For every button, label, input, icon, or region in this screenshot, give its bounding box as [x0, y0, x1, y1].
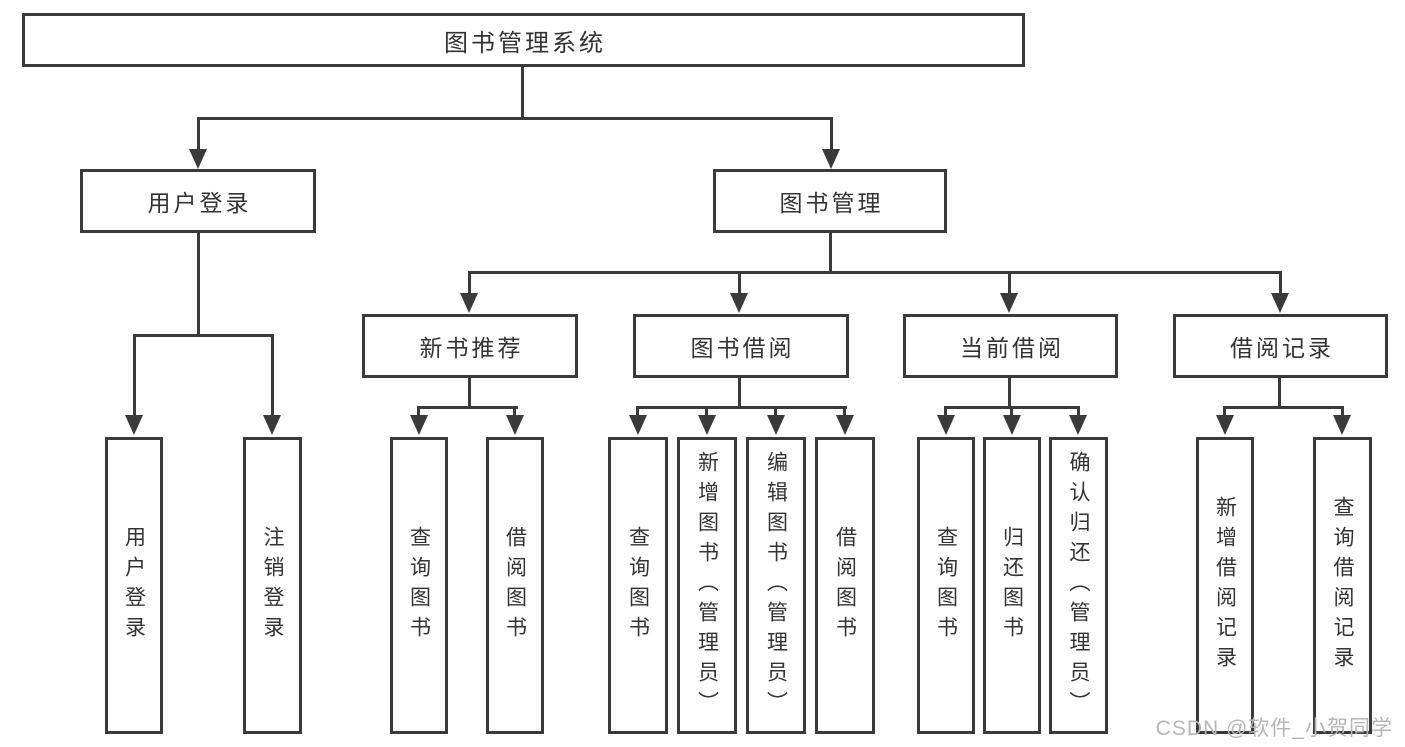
arrow-down-icon — [937, 415, 955, 435]
connector-leaf-drop — [636, 406, 639, 418]
connector-borrow-records-stem — [1278, 376, 1281, 409]
connector-new-book-stem — [468, 376, 471, 409]
connector-leaf-drop — [843, 406, 846, 418]
node-borrow-records: 借阅记录 — [1173, 314, 1388, 378]
leaf-edit-book-label: 编辑图书（管理员） — [764, 450, 788, 721]
connector-leaf-drop — [774, 406, 777, 418]
connector-leaf-drop — [1077, 406, 1080, 418]
arrow-down-icon — [629, 415, 647, 435]
connector-book-mgmt-drop — [830, 117, 833, 151]
leaf-add-book-label: 新增图书（管理员） — [695, 450, 719, 721]
arrow-down-icon — [1333, 415, 1351, 435]
leaf-return-book: 归还图书 — [983, 437, 1041, 734]
node-user-login: 用户登录 — [80, 169, 316, 233]
connector-book-borrow-stem — [738, 376, 741, 409]
connector-leaf-drop — [417, 406, 420, 418]
leaf-query-book-borrow-label: 查询图书 — [626, 525, 650, 646]
node-user-login-label: 用户登录 — [147, 190, 252, 216]
arrow-down-icon — [1271, 293, 1289, 313]
arrow-down-icon — [730, 293, 748, 313]
leaf-query-book-newbook-label: 查询图书 — [407, 525, 431, 646]
connector-new-book-drop — [468, 271, 471, 295]
leaf-user-login: 用户登录 — [105, 437, 163, 734]
leaf-edit-book: 编辑图书（管理员） — [746, 437, 806, 734]
connector-leaf-drop — [705, 406, 708, 418]
connector-user-login-stem — [197, 231, 200, 337]
arrow-down-icon — [698, 415, 716, 435]
leaf-query-borrow-record-label: 查询借阅记录 — [1331, 495, 1354, 676]
connector-book-borrow-bar — [636, 406, 847, 409]
connector-current-borrow-drop — [1008, 271, 1011, 295]
connector-login-drop — [133, 334, 136, 415]
arrow-down-icon — [125, 415, 143, 435]
node-root-label: 图书管理系统 — [444, 29, 606, 57]
connector-leaf-drop — [1010, 406, 1013, 418]
connector-current-borrow-stem — [1008, 376, 1011, 409]
leaf-borrow-book-borrow-label: 借阅图书 — [833, 525, 857, 646]
connector-user-login-drop — [197, 117, 200, 151]
leaf-return-book-label: 归还图书 — [1000, 525, 1024, 646]
leaf-logout-label: 注销登录 — [261, 525, 284, 646]
leaf-add-borrow-record: 新增借阅记录 — [1196, 437, 1254, 734]
connector-new-book-bar — [417, 406, 518, 409]
arrow-down-icon — [506, 415, 524, 435]
node-book-management-label: 图书管理 — [779, 190, 884, 216]
leaf-query-book-current-label: 查询图书 — [934, 525, 958, 646]
leaf-confirm-return-label: 确认归还（管理员） — [1067, 450, 1090, 721]
leaf-borrow-book-newbook: 借阅图书 — [486, 437, 544, 734]
connector-leaf-drop — [1223, 406, 1226, 418]
connector-book-mgmt-bar — [468, 271, 1282, 274]
leaf-query-book-newbook: 查询图书 — [390, 437, 448, 734]
leaf-query-book-current: 查询图书 — [917, 437, 975, 734]
arrow-down-icon — [410, 415, 428, 435]
node-current-borrow-label: 当前借阅 — [960, 335, 1064, 361]
leaf-borrow-book-borrow: 借阅图书 — [815, 437, 875, 734]
leaf-confirm-return: 确认归还（管理员） — [1049, 437, 1108, 734]
node-book-borrow: 图书借阅 — [633, 314, 849, 378]
connector-leaf-drop — [1341, 406, 1344, 418]
node-book-borrow-label: 图书借阅 — [690, 335, 795, 361]
arrow-down-icon — [263, 415, 281, 435]
node-book-management: 图书管理 — [713, 169, 947, 233]
leaf-add-borrow-record-label: 新增借阅记录 — [1213, 495, 1237, 676]
arrow-down-icon — [836, 415, 854, 435]
arrow-down-icon — [1003, 415, 1021, 435]
arrow-down-icon — [1216, 415, 1234, 435]
leaf-query-borrow-record: 查询借阅记录 — [1313, 437, 1372, 734]
arrow-down-icon — [460, 293, 478, 313]
connector-leaf-drop — [513, 406, 516, 418]
leaf-add-book: 新增图书（管理员） — [677, 437, 737, 734]
connector-borrow-records-drop — [1279, 271, 1282, 295]
leaf-query-book-borrow: 查询图书 — [608, 437, 668, 734]
node-current-borrow: 当前借阅 — [903, 314, 1118, 378]
arrow-down-icon — [189, 149, 207, 169]
node-root: 图书管理系统 — [22, 13, 1025, 67]
leaf-borrow-book-newbook-label: 借阅图书 — [503, 525, 527, 646]
node-new-book-recommend-label: 新书推荐 — [419, 335, 524, 361]
leaf-user-login-label: 用户登录 — [122, 525, 146, 646]
connector-user-login-bar — [133, 334, 274, 337]
arrow-down-icon — [1000, 293, 1018, 313]
connector-leaf-drop — [944, 406, 947, 418]
connector-logout-drop — [271, 334, 274, 415]
connector-book-mgmt-stem — [829, 231, 832, 274]
connector-root-bar — [197, 117, 833, 120]
arrow-down-icon — [822, 149, 840, 169]
connector-root-stem — [521, 67, 524, 119]
leaf-logout: 注销登录 — [243, 437, 302, 734]
arrow-down-icon — [767, 415, 785, 435]
node-new-book-recommend: 新书推荐 — [362, 314, 578, 378]
node-borrow-records-label: 借阅记录 — [1230, 335, 1334, 361]
connector-borrow-records-bar — [1223, 406, 1344, 409]
csdn-watermark: CSDN @软件_小贺同学 — [1155, 717, 1393, 740]
arrow-down-icon — [1069, 415, 1087, 435]
connector-book-borrow-drop — [738, 271, 741, 295]
